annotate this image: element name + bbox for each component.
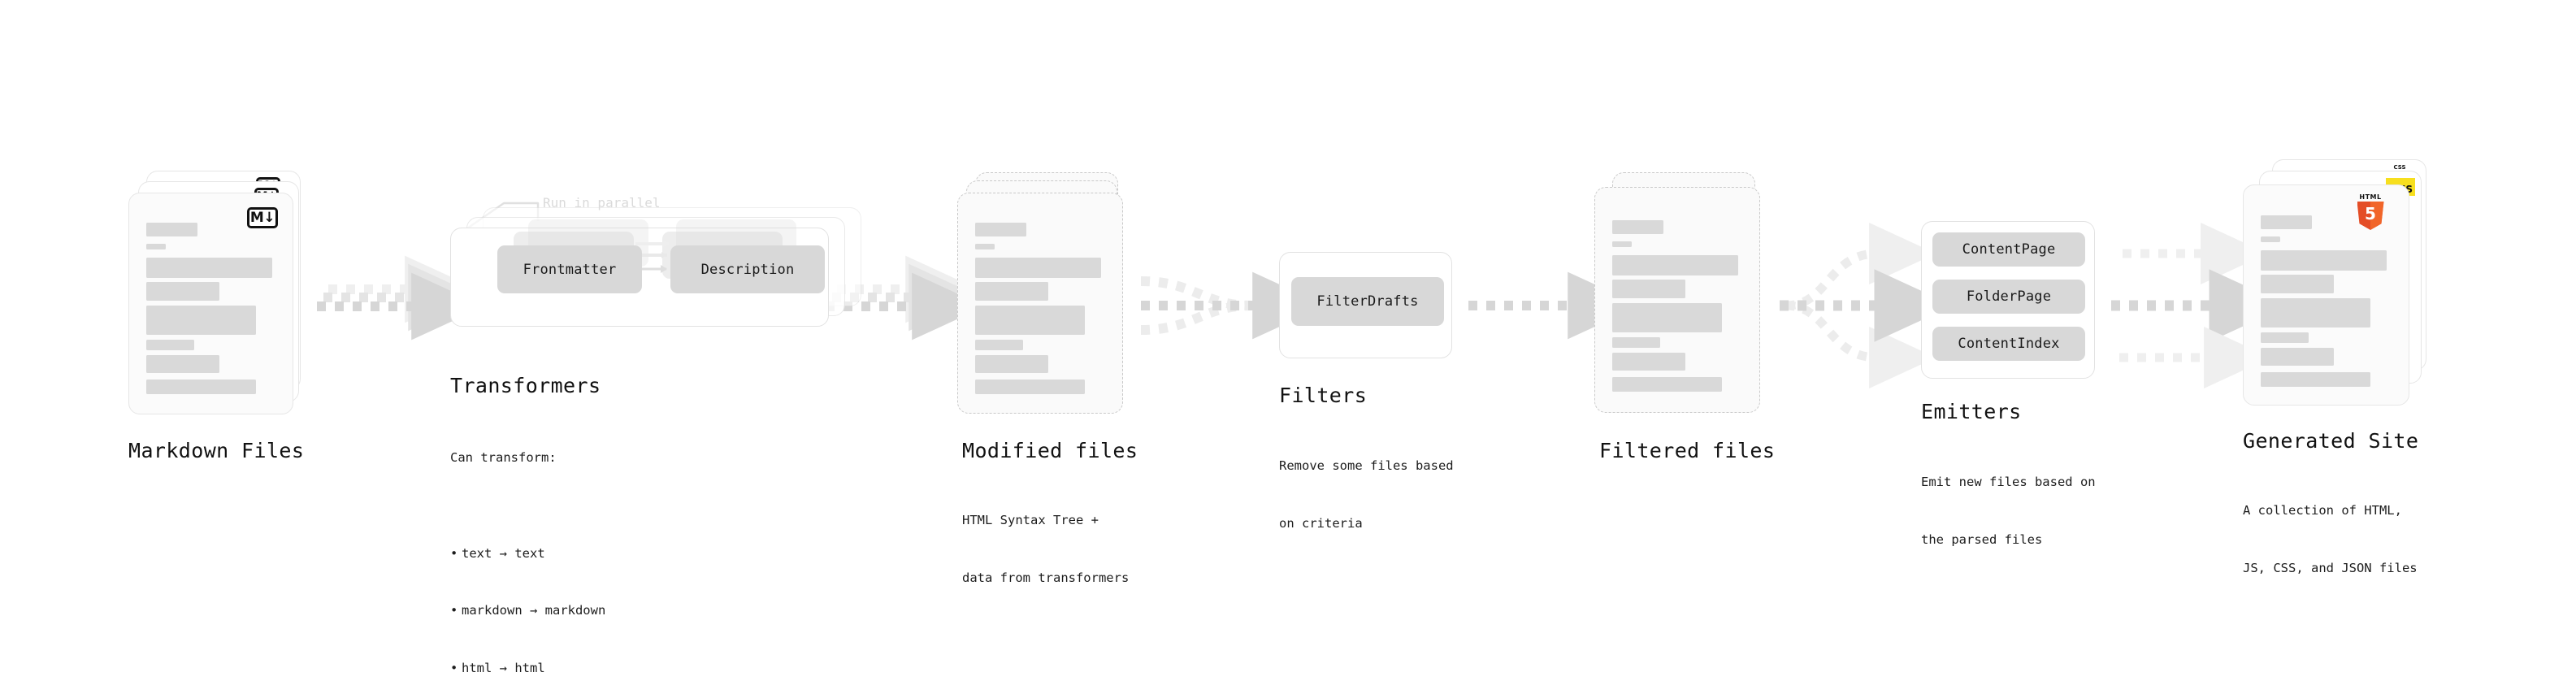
caption-modified-files-sub: HTML Syntax Tree + data from transformer… <box>962 473 1129 626</box>
filters-sub-line: Remove some files based <box>1279 458 1454 474</box>
transform-list: •text → text •markdown → markdown •html … <box>450 506 605 681</box>
caption-transformers: Transformers <box>450 374 601 397</box>
markdown-card-front <box>128 193 293 414</box>
skeleton-line <box>1612 353 1685 371</box>
skeleton-line <box>146 355 219 373</box>
stage-markdown-files[interactable]: M↓ M↓ M↓ <box>128 171 315 414</box>
skeleton-title <box>1612 220 1663 234</box>
skeleton-title <box>146 223 197 236</box>
skeleton-line <box>146 340 194 350</box>
skeleton-line <box>975 380 1085 394</box>
html5-number: 5 <box>2365 203 2376 223</box>
caption-generated-site-sub: A collection of HTML, JS, CSS, and JSON … <box>2243 463 2418 616</box>
skeleton-line <box>2261 298 2370 327</box>
skeleton-subtitle <box>975 244 995 249</box>
skeleton-line <box>146 282 219 301</box>
arrow-modified-to-filters <box>1140 271 1326 340</box>
skeleton-line <box>2261 348 2334 366</box>
caption-transformers-sub: Can transform: •text → text •markdown → … <box>450 410 605 681</box>
chip-contentindex[interactable]: ContentIndex <box>1932 327 2085 361</box>
modified-sub-line: data from transformers <box>962 570 1130 585</box>
skeleton-line <box>975 306 1085 335</box>
caption-filters-sub: Remove some files based on criteria <box>1279 419 1454 571</box>
skeleton-line <box>2261 332 2309 343</box>
skeleton-line <box>146 258 272 278</box>
caption-filters: Filters <box>1279 384 1368 407</box>
chip-filterdrafts[interactable]: FilterDrafts <box>1291 277 1444 326</box>
caption-markdown-files: Markdown Files <box>128 439 305 462</box>
skeleton-subtitle <box>1612 241 1632 247</box>
filtered-card-front <box>1594 187 1760 413</box>
css-label: CSS <box>2393 164 2406 171</box>
chip-description[interactable]: Description <box>670 245 825 293</box>
skeleton-subtitle <box>2261 236 2280 242</box>
transform-item: •text → text <box>450 545 545 561</box>
caption-emitters: Emitters <box>1921 400 2022 423</box>
arrow-filtered-to-emitters <box>1780 223 1954 388</box>
skeleton-line <box>1612 377 1722 392</box>
emitters-sub-line: Emit new files based on <box>1921 475 2096 490</box>
stage-modified-files[interactable] <box>957 172 1144 416</box>
skeleton-line <box>975 340 1023 350</box>
chip-contentpage[interactable]: ContentPage <box>1932 232 2085 267</box>
chip-folderpage[interactable]: FolderPage <box>1932 280 2085 314</box>
skeleton-line <box>975 355 1048 373</box>
chip-frontmatter[interactable]: Frontmatter <box>497 245 642 293</box>
skeleton-line <box>2261 250 2387 271</box>
transform-item: •html → html <box>450 661 545 676</box>
arrow-markdown-to-transformers <box>317 255 485 340</box>
skeleton-line <box>2261 275 2334 293</box>
site-sub-line: A collection of HTML, <box>2243 503 2402 518</box>
skeleton-line <box>146 380 256 394</box>
skeleton-line <box>2261 372 2370 387</box>
label-run-in-parallel: Run in parallel <box>543 195 661 210</box>
arrow-emitters-to-site <box>2111 223 2288 388</box>
html5-wordmark: HTML <box>2359 193 2382 201</box>
caption-filtered-files: Filtered files <box>1599 439 1776 462</box>
caption-generated-site: Generated Site <box>2243 429 2419 453</box>
skeleton-subtitle <box>146 244 166 249</box>
transform-item: •markdown → markdown <box>450 603 606 618</box>
skeleton-line <box>975 258 1101 278</box>
emitters-sub-line: the parsed files <box>1921 531 2043 547</box>
site-sub-line: JS, CSS, and JSON files <box>2243 560 2418 575</box>
skeleton-line <box>146 306 256 335</box>
site-card-front <box>2243 184 2409 406</box>
modified-sub-line: HTML Syntax Tree + <box>962 513 1099 528</box>
stage-generated-site[interactable]: CSS JS HTML 5 <box>2243 159 2446 419</box>
caption-modified-files: Modified files <box>962 439 1138 462</box>
skeleton-title <box>2261 215 2312 229</box>
skeleton-line <box>1612 303 1722 332</box>
skeleton-line <box>1612 280 1685 298</box>
html5-icon: HTML 5 <box>2357 194 2384 230</box>
filters-box: FilterDrafts <box>1279 252 1452 358</box>
transform-heading: Can transform: <box>450 450 557 466</box>
emitters-box: ContentPage FolderPage ContentIndex <box>1921 221 2095 379</box>
markdown-badge-front: M↓ <box>247 207 278 228</box>
html5-shield: 5 <box>2357 202 2384 230</box>
skeleton-title <box>975 223 1026 236</box>
stage-filtered-files[interactable] <box>1594 172 1781 416</box>
modified-card-front <box>957 193 1123 414</box>
skeleton-line <box>1612 255 1738 275</box>
filters-sub-line: on criteria <box>1279 515 1363 531</box>
caption-emitters-sub: Emit new files based on the parsed files <box>1921 435 2096 588</box>
skeleton-line <box>975 282 1048 301</box>
skeleton-line <box>1612 337 1660 348</box>
